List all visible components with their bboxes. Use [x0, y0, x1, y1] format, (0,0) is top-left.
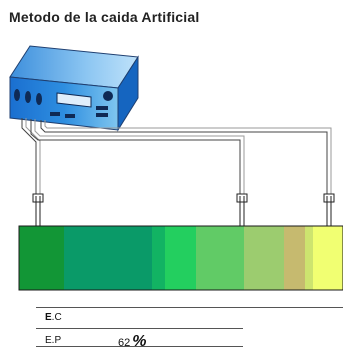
cables: [21, 118, 332, 194]
divider-line: [36, 328, 243, 329]
instrument-device-icon: [9, 45, 139, 132]
diagram-title: Metodo de la caida Artificial: [9, 9, 200, 25]
electrode-probe-icon: [323, 193, 335, 227]
soil-band-border: [18, 225, 343, 291]
gradient-segment: [64, 226, 152, 290]
gradient-segment: [244, 226, 284, 290]
ep-value: 62%: [118, 333, 147, 350]
gradient-segment: [165, 226, 196, 290]
gradient-segment: [196, 226, 244, 290]
ep-label: E.P: [45, 335, 62, 346]
gradient-segment: [19, 226, 64, 290]
electrode-probe-icon: [236, 193, 248, 227]
gradient-segment: [313, 226, 343, 290]
divider-line: [36, 346, 243, 347]
electrode-probe-icon: [32, 193, 44, 227]
divider-line: [36, 307, 343, 308]
soil-gradient-band: [19, 226, 343, 290]
gradient-segment: [305, 226, 313, 290]
gradient-segment: [152, 226, 165, 290]
ec-label: E.C: [45, 312, 62, 323]
percent-sign: %: [132, 333, 147, 350]
gradient-segment: [284, 226, 305, 290]
